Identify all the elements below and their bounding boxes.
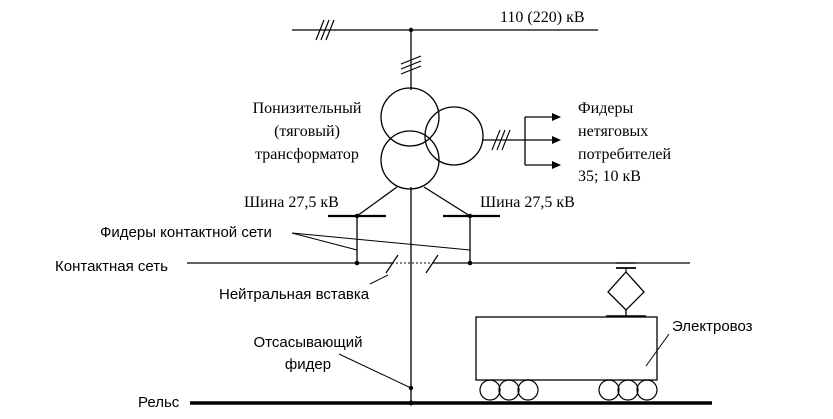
high-voltage-bus: 110 (220) кВ: [292, 9, 598, 41]
transformer-label-line3: трансформатор: [255, 146, 359, 163]
electric-locomotive: Электровоз: [475, 262, 753, 401]
suction-feeder-label-line2: фидер: [285, 356, 331, 373]
rail-label: Рельс: [138, 394, 180, 411]
feeders-label-line3: потребителей: [578, 146, 672, 163]
rail: Рельс: [138, 394, 712, 411]
transformer-label-line2: (тяговый): [274, 123, 340, 140]
bus-left-label: Шина 27,5 кВ: [244, 194, 339, 211]
contact-network-label: Контактная сеть: [55, 258, 168, 275]
transformer-label: Понизительный (тяговый) трансформатор: [253, 100, 362, 163]
bus-voltage-label: 110 (220) кВ: [500, 9, 585, 26]
transformer-label-line1: Понизительный: [253, 100, 362, 117]
transformer-symbol: [380, 87, 484, 190]
transformer-feed-line: [400, 30, 422, 90]
suction-feeder: Отсасывающий фидер: [254, 187, 414, 403]
feeders-label-line2: нетяговых: [578, 123, 648, 140]
suction-feeder-label-line1: Отсасывающий: [254, 334, 363, 351]
locomotive-label: Электровоз: [672, 318, 753, 335]
bus-right-label: Шина 27,5 кВ: [480, 194, 575, 211]
contact-feeders-callout: Фидеры контактной сети: [100, 224, 471, 251]
feeders-label-line4: 35; 10 кВ: [578, 168, 641, 185]
contact-network: Контактная сеть: [55, 258, 690, 275]
contact-feeders-label: Фидеры контактной сети: [100, 224, 272, 241]
secondary-connections: [356, 186, 471, 217]
feeders-label-line1: Фидеры: [578, 100, 633, 117]
neutral-insert: Нейтральная вставка: [219, 254, 439, 303]
nontraction-feeders: Фидеры нетяговых потребителей 35; 10 кВ: [483, 100, 672, 185]
bus-27kv-right: Шина 27,5 кВ: [443, 194, 575, 219]
bus-27kv-left: Шина 27,5 кВ: [244, 194, 386, 219]
neutral-insert-label: Нейтральная вставка: [219, 286, 370, 303]
